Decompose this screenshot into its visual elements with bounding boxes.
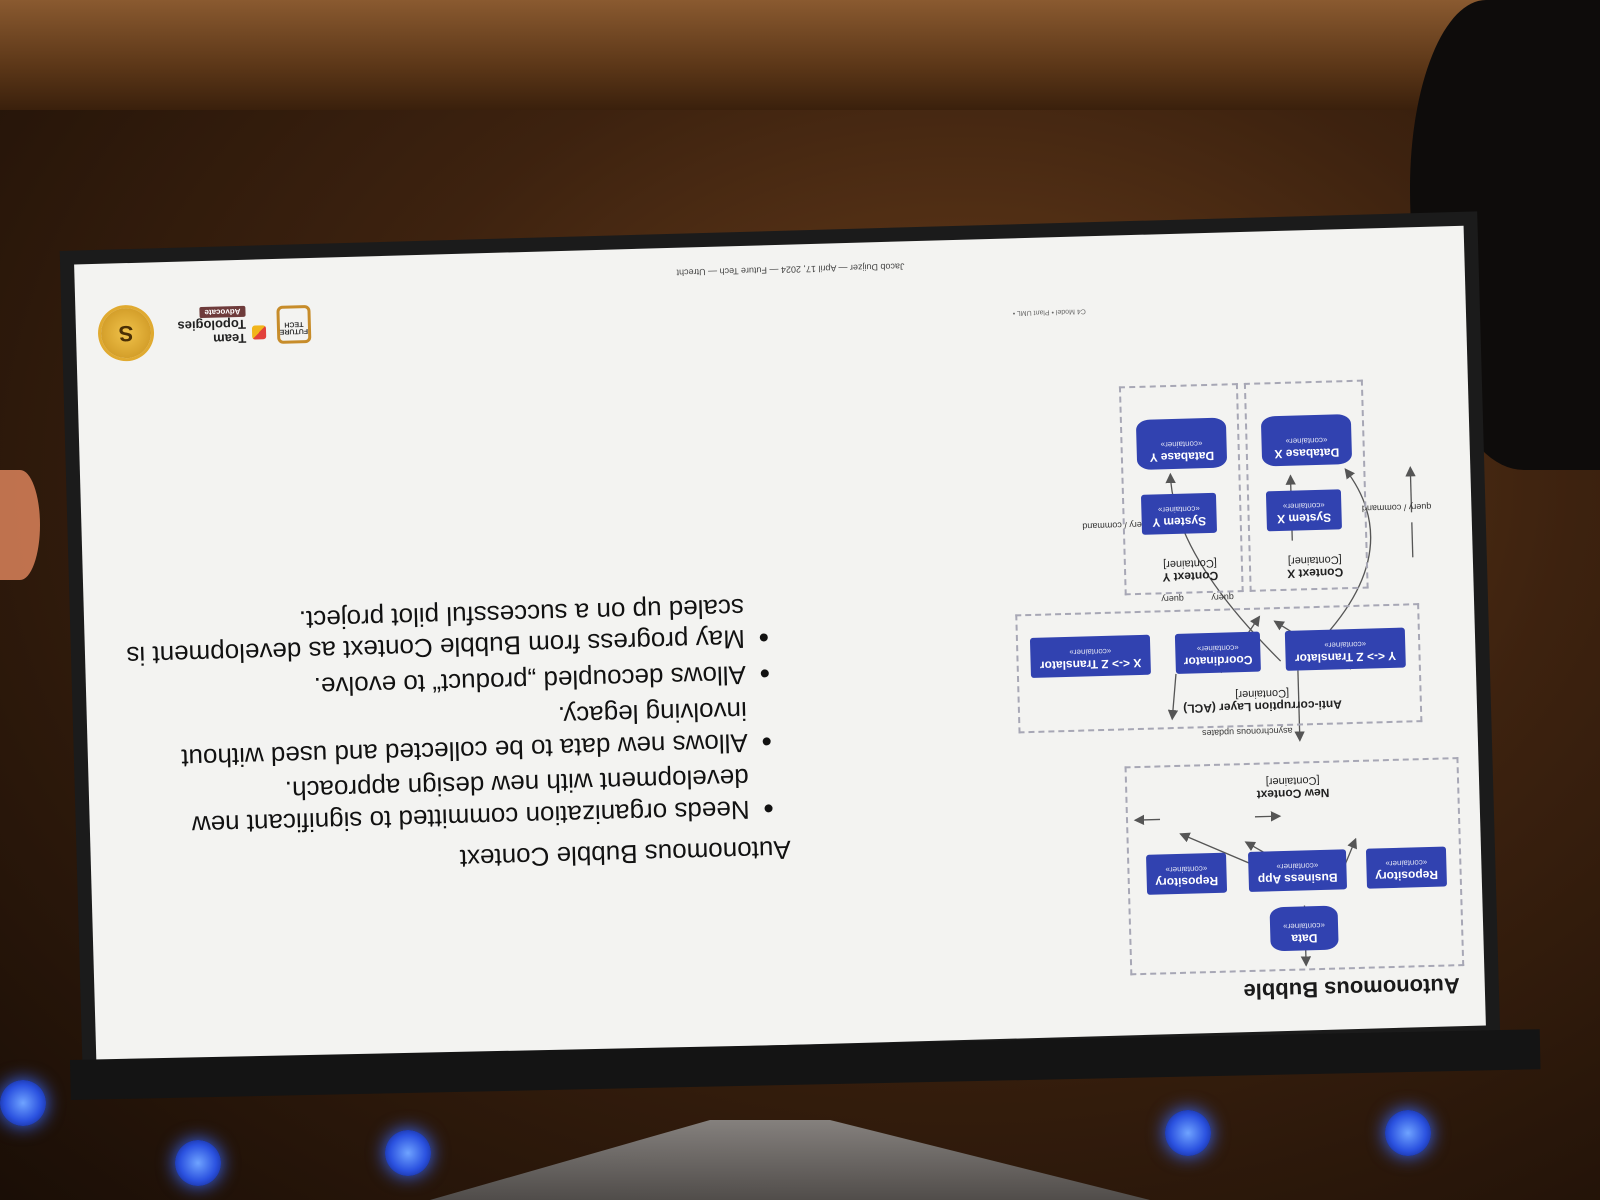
context-y-label: Context Y[Container] [1162, 556, 1219, 585]
business-app-box: Business App«container» [1247, 849, 1348, 892]
coordinator-box: Coordinator«container» [1174, 631, 1261, 674]
ceiling [0, 0, 1600, 110]
bullet-item: Needs organization committed to signific… [128, 761, 750, 842]
advocate-badge: Advocate [199, 305, 246, 319]
y-z-translator-box: Y <-> Z Translator«container» [1284, 627, 1406, 671]
stage-light [385, 1130, 431, 1176]
context-x-label: Context X[Container] [1286, 552, 1344, 581]
system-y-box: System Y«container» [1140, 492, 1218, 535]
bullet-list: Needs organization committed to signific… [124, 590, 790, 842]
repository-box: Repository«container» [1365, 846, 1448, 889]
team-topologies-logo: Team Topologies Advocate [165, 304, 267, 352]
query-command-label-1: query / command [1361, 501, 1432, 514]
bullet-item: May progress from Bubble Context as deve… [124, 591, 745, 672]
bullet-item: Allows new data to be collected and used… [127, 694, 748, 775]
database-x: Database X«container» [1260, 413, 1353, 467]
stage-light [1385, 1110, 1431, 1156]
stage-light [0, 1080, 46, 1126]
repository-box-2: Repository«container» [1146, 852, 1228, 895]
team-topologies-icon [251, 325, 267, 340]
new-context-label: New Context[Container] [1256, 773, 1330, 802]
acl-label: Anti-corruption Layer (ACL)[Container] [1183, 686, 1343, 716]
slide: Autonomous Bubble [74, 226, 1486, 1064]
database-y: Database Y«container» [1135, 417, 1228, 470]
presenter-hand [0, 470, 40, 580]
stage-light [1165, 1110, 1211, 1156]
data-database: Data«container» [1269, 905, 1339, 952]
query-label-2: query [1161, 593, 1185, 605]
bullet-section: Autonomous Bubble Context Needs organiza… [124, 586, 792, 883]
stage-floor [430, 1120, 1150, 1200]
query-label-1: query [1211, 592, 1234, 603]
team-topologies-name: Team Topologies [177, 317, 247, 347]
future-tech-logo: FUTURE TECH [276, 304, 312, 344]
system-x-box: System X«container» [1265, 489, 1342, 532]
stage-light [175, 1140, 221, 1186]
projector-screen: Autonomous Bubble [74, 225, 1486, 1065]
x-z-translator-box: X <-> Z Translator«container» [1029, 634, 1151, 679]
